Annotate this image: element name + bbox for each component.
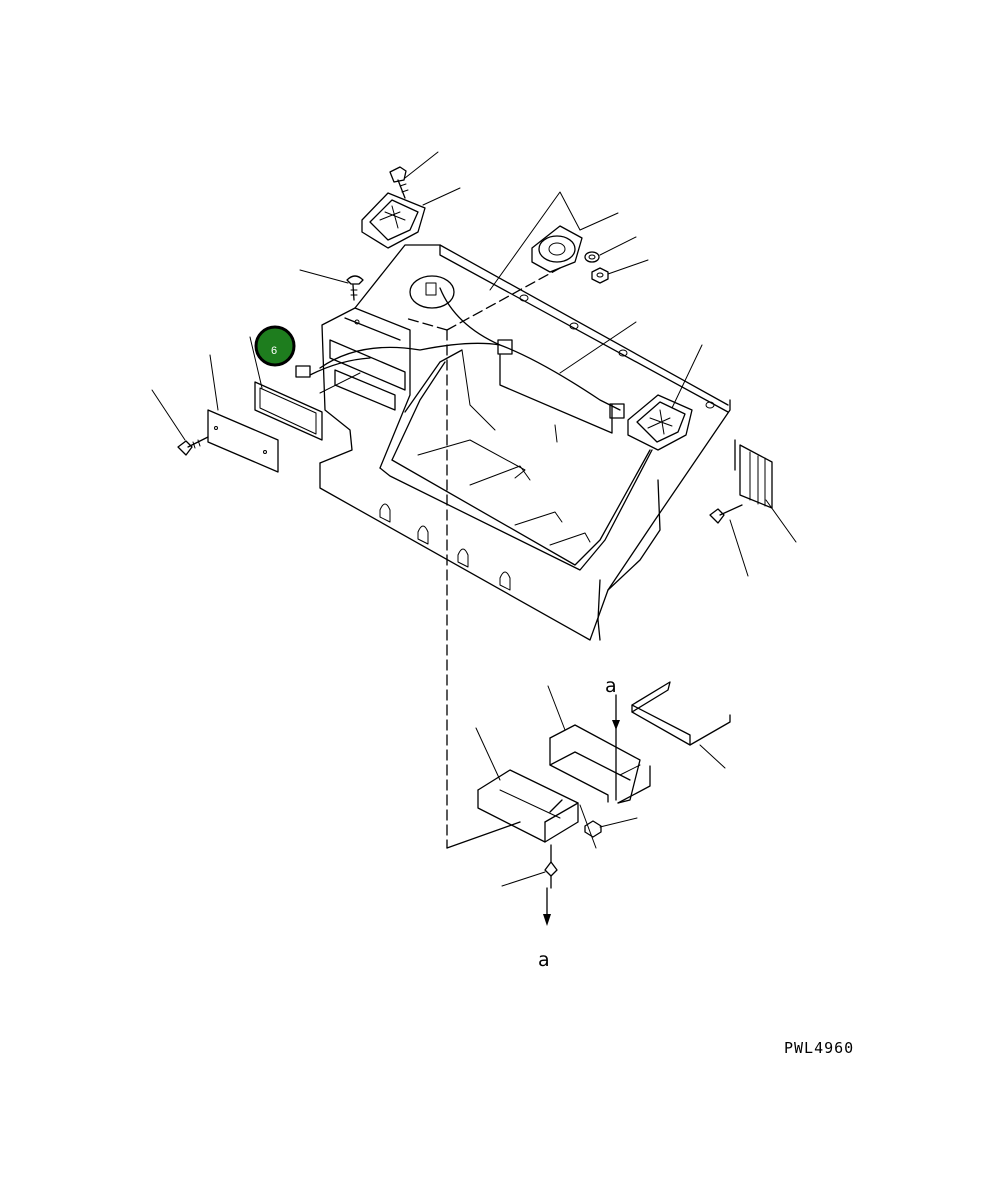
gasket (254, 381, 323, 441)
callout-marker[interactable]: 6 (254, 325, 296, 367)
nut (591, 267, 609, 284)
screw-top (389, 166, 409, 199)
view-marker-bottom: a (538, 949, 550, 971)
screw-mid (346, 275, 364, 301)
cover-plate (207, 409, 279, 473)
leader-lines (151, 151, 797, 887)
long-stay (631, 681, 731, 746)
wiring-harness (295, 287, 625, 419)
stud-fitting (544, 844, 558, 889)
speaker-right (627, 394, 693, 451)
drawing-code: PWL4960 (784, 1039, 854, 1057)
view-marker-top: a (605, 675, 617, 697)
view-arrow-bottom (543, 887, 551, 926)
bracket-upper (549, 724, 651, 804)
nut-lower (584, 820, 602, 838)
washer (584, 251, 600, 263)
bolt-left (177, 436, 209, 456)
relay-bracket (709, 439, 773, 524)
view-arrow-top (612, 694, 620, 801)
speaker-left (361, 192, 426, 249)
hidden-line-diagonal-2 (404, 317, 448, 331)
hidden-line-diagonal-1 (446, 267, 561, 331)
lower-dash-edge (446, 821, 521, 849)
speaker-round (531, 225, 583, 273)
callout-label: 6 (271, 345, 277, 357)
console-housing (319, 244, 731, 641)
